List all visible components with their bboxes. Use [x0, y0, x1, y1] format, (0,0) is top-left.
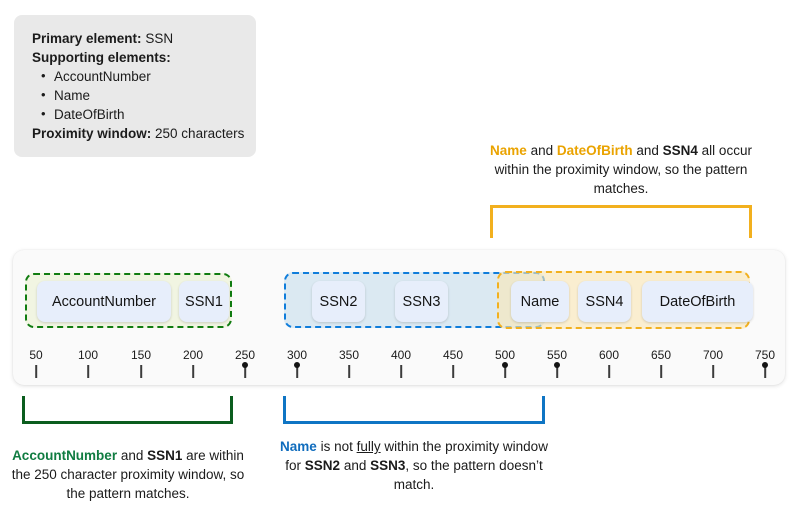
- pattern-definition-card: Primary element: SSN Supporting elements…: [14, 15, 256, 157]
- caption-segment: SSN1: [147, 448, 183, 463]
- list-item: DateOfBirth: [41, 104, 240, 124]
- axis-tick-mark-600: [608, 365, 610, 378]
- green-proximity-bracket: [22, 396, 233, 424]
- primary-element-line: Primary element: SSN: [32, 29, 240, 48]
- orange-match-caption: Name and DateOfBirth and SSN4 all occur …: [480, 141, 762, 198]
- axis-tick-dot-250: [242, 362, 248, 368]
- proximity-window-value: 250 characters: [155, 126, 245, 141]
- axis-tick-label-250: 250: [234, 348, 256, 362]
- caption-segment: and: [632, 143, 663, 158]
- caption-segment: and: [117, 448, 148, 463]
- axis-tick-label-50: 50: [29, 348, 43, 362]
- orange-proximity-bracket: [490, 205, 752, 238]
- axis-tick-mark-700: [712, 365, 714, 378]
- axis-tick-mark-300: [296, 365, 298, 378]
- axis-tick-mark-200: [192, 365, 194, 378]
- token-chip-ssn1: SSN1: [179, 281, 229, 322]
- token-chip-ssn2: SSN2: [312, 281, 365, 322]
- axis-tick-label-450: 450: [442, 348, 464, 362]
- caption-segment: all occur within the proximity window, s…: [494, 143, 752, 196]
- primary-element-label: Primary element:: [32, 31, 142, 46]
- axis-tick-dot-300: [294, 362, 300, 368]
- supporting-elements-label: Supporting elements:: [32, 50, 171, 65]
- axis-tick-label-600: 600: [598, 348, 620, 362]
- green-match-caption: AccountNumber and SSN1 are within the 25…: [8, 446, 248, 503]
- axis-tick-mark-500: [504, 365, 506, 378]
- proximity-window-line: Proximity window: 250 characters: [32, 124, 244, 143]
- axis-tick-label-700: 700: [702, 348, 724, 362]
- axis-tick-mark-400: [400, 365, 402, 378]
- axis-tick-mark-150: [140, 365, 142, 378]
- axis-tick-mark-350: [348, 365, 350, 378]
- axis-tick-mark-650: [660, 365, 662, 378]
- axis-tick-label-350: 350: [338, 348, 360, 362]
- axis-tick-label-100: 100: [77, 348, 99, 362]
- token-chip-dateofbirth: DateOfBirth: [642, 281, 753, 322]
- caption-segment: are within the 250 character proximity w…: [11, 448, 245, 501]
- primary-element-value: SSN: [145, 31, 174, 46]
- axis-tick-label-300: 300: [286, 348, 308, 362]
- axis-tick-label-400: 400: [390, 348, 412, 362]
- blue-nonmatch-caption: Name is not fully within the proximity w…: [278, 437, 550, 494]
- axis-tick-mark-750: [764, 365, 766, 378]
- token-chip-ssn4: SSN4: [578, 281, 631, 322]
- token-chip-accountnumber: AccountNumber: [37, 281, 171, 322]
- caption-segment: fully: [356, 439, 381, 454]
- token-chip-ssn3: SSN3: [395, 281, 448, 322]
- axis-tick-mark-250: [244, 365, 246, 378]
- axis-tick-label-150: 150: [130, 348, 152, 362]
- supporting-elements-list: AccountNumber Name DateOfBirth: [32, 66, 240, 124]
- axis-tick-dot-550: [554, 362, 560, 368]
- axis-tick-mark-50: [35, 365, 37, 378]
- axis-tick-mark-100: [87, 365, 89, 378]
- supporting-elements-label-line: Supporting elements:: [32, 48, 240, 67]
- caption-segment: DateOfBirth: [556, 143, 633, 158]
- caption-segment: Name: [490, 143, 527, 158]
- caption-segment: within the proximity window for: [285, 439, 548, 473]
- caption-segment: SSN4: [662, 143, 698, 158]
- axis-tick-label-500: 500: [494, 348, 516, 362]
- list-item: Name: [41, 85, 240, 105]
- caption-segment: is not: [316, 439, 357, 454]
- axis-tick-dot-750: [762, 362, 768, 368]
- blue-proximity-bracket: [283, 396, 545, 424]
- axis-tick-mark-450: [452, 365, 454, 378]
- caption-segment: SSN2: [304, 458, 341, 473]
- axis-tick-mark-550: [556, 365, 558, 378]
- axis-tick-label-550: 550: [546, 348, 568, 362]
- caption-segment: Name: [280, 439, 317, 454]
- axis-tick-label-200: 200: [182, 348, 204, 362]
- list-item: AccountNumber: [41, 66, 240, 86]
- token-chip-name: Name: [511, 281, 569, 322]
- caption-segment: AccountNumber: [12, 448, 118, 463]
- caption-segment: SSN3: [370, 458, 406, 473]
- axis-tick-dot-500: [502, 362, 508, 368]
- caption-segment: , so the pattern doesn’t match.: [393, 458, 543, 492]
- axis-tick-label-750: 750: [754, 348, 776, 362]
- proximity-window-label: Proximity window:: [32, 126, 152, 141]
- axis-tick-label-650: 650: [650, 348, 672, 362]
- caption-segment: and: [526, 143, 557, 158]
- caption-segment: and: [340, 458, 371, 473]
